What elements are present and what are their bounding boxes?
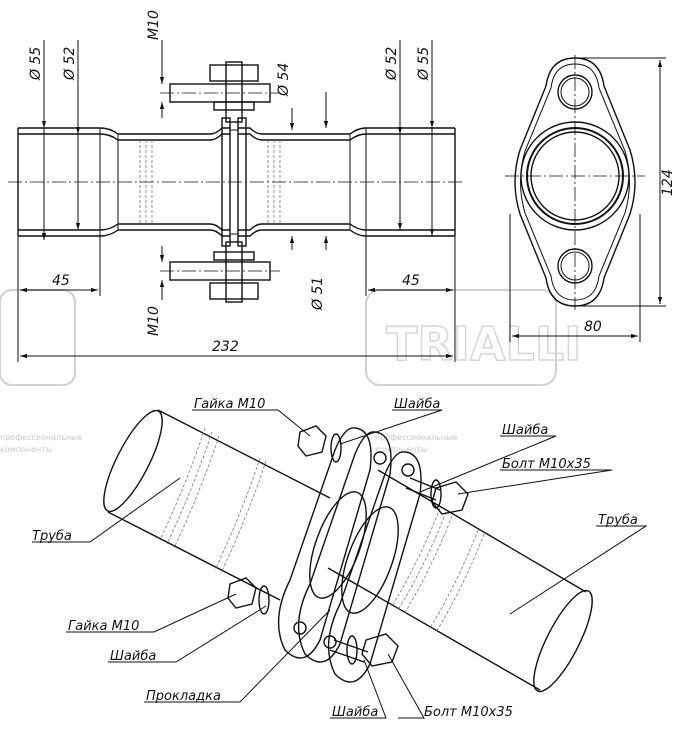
watermark-brand: TRIALLI <box>386 317 581 371</box>
dim-232: 232 <box>212 339 239 355</box>
label-pipe-right: Труба <box>598 513 638 528</box>
dim-d55-left: Ø 55 <box>28 47 44 81</box>
label-nut-top: Гайка М10 <box>194 397 265 412</box>
watermark-line1-right: профессиональные <box>375 433 457 442</box>
watermark-line2: компоненты <box>0 445 52 454</box>
label-gasket: Прокладка <box>146 689 221 704</box>
label-nut-bottom: Гайка М10 <box>68 619 139 634</box>
dim-d51: Ø 51 <box>310 277 326 311</box>
dim-45-right: 45 <box>402 273 420 289</box>
dim-m10-top: M10 <box>146 10 162 40</box>
label-washer-right: Шайба <box>502 423 548 438</box>
isometric-view <box>103 409 593 693</box>
dim-m10-bottom: M10 <box>146 306 162 336</box>
label-bolt-top: Болт М10х35 <box>502 457 591 472</box>
dim-d52-left: Ø 52 <box>62 47 78 81</box>
leader-lines <box>32 409 648 719</box>
dim-124: 124 <box>660 169 676 196</box>
label-bolt-bottom: Болт М10х35 <box>424 705 513 720</box>
dim-d54: Ø 54 <box>276 63 292 97</box>
label-washer-bottom: Шайба <box>332 705 378 720</box>
flange-front-view: 124 80 <box>505 55 676 342</box>
side-view-dimensions: Ø 55 Ø 52 M10 Ø 54 Ø 51 M10 Ø 52 Ø 55 45 <box>17 10 456 362</box>
side-view <box>8 61 465 303</box>
label-washer-left: Шайба <box>110 649 156 664</box>
watermark: TRIALLI профессиональные компоненты проф… <box>0 289 582 454</box>
part-labels: Гайка М10 Шайба Шайба Болт М10х35 Труба … <box>32 397 638 720</box>
dim-d55-right: Ø 55 <box>416 47 432 81</box>
watermark-line2-right: компоненты <box>375 445 427 454</box>
dim-45-left: 45 <box>52 273 70 289</box>
label-pipe-left: Труба <box>32 529 72 544</box>
dim-80: 80 <box>584 319 602 335</box>
dim-d52-right: Ø 52 <box>384 47 400 81</box>
watermark-line1: профессиональные <box>0 433 82 442</box>
label-washer-top: Шайба <box>394 397 440 412</box>
